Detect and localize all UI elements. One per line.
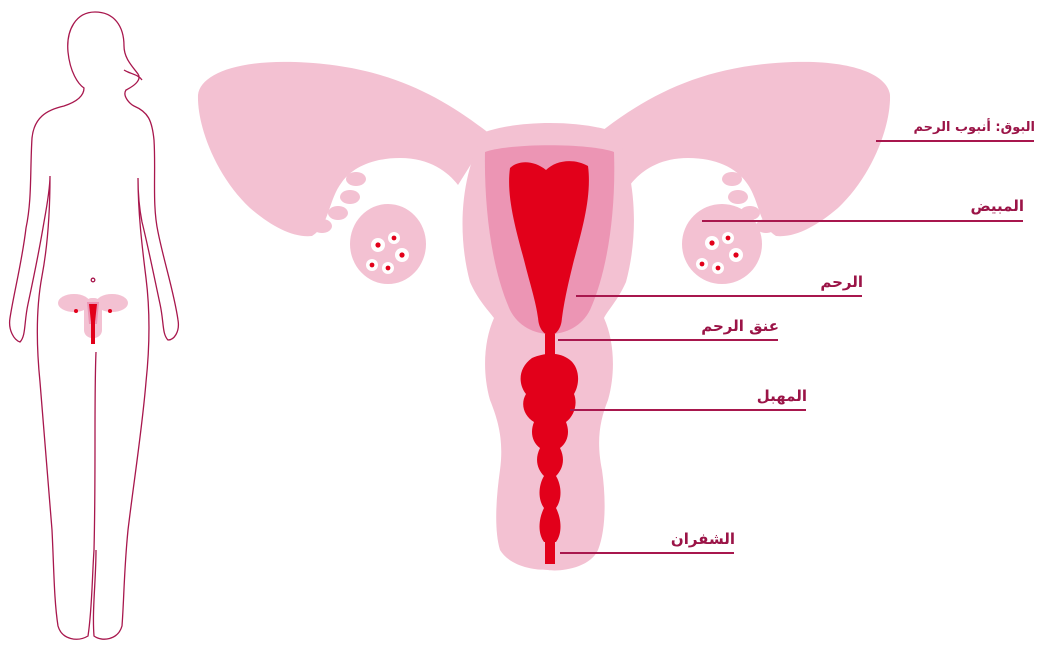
- label-fallopian-tube: البوق: أنبوب الرحم: [913, 118, 1035, 135]
- label-cervix: عنق الرحم: [701, 317, 779, 335]
- label-uterus: الرحم: [820, 273, 863, 291]
- labia-canal: [545, 540, 555, 564]
- label-labia: الشفران: [671, 530, 735, 548]
- label-vagina: المهبل: [757, 387, 807, 405]
- uterus-diagram: البوق: أنبوب الرحم المبيض الرحم عنق الرح…: [198, 62, 1035, 571]
- body-figure-reproductive-mini: [58, 294, 128, 344]
- label-ovary: المبيض: [970, 197, 1024, 215]
